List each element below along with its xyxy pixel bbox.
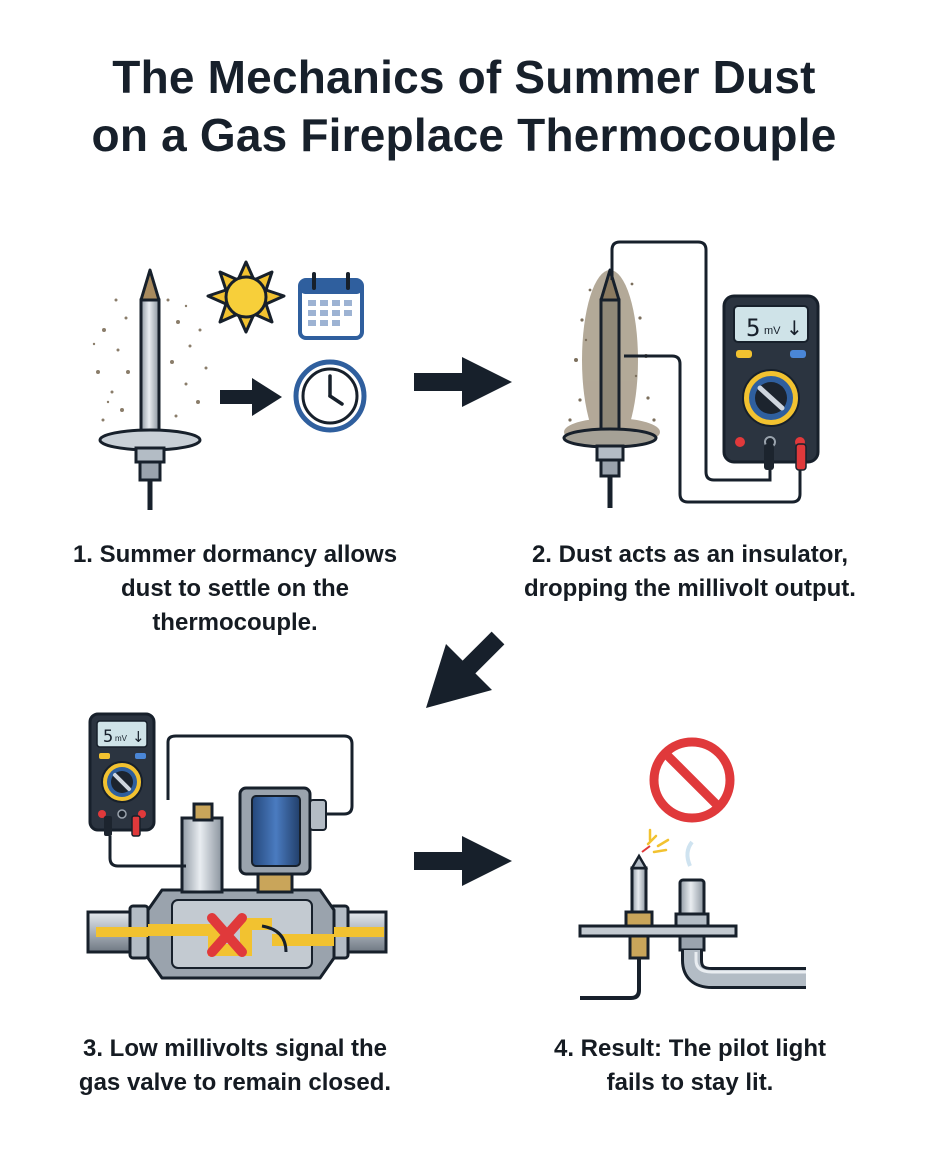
meter-trend-3: ↓ [132, 728, 145, 746]
step-4-line-2: fails to stay lit. [606, 1069, 774, 1096]
meter-unit-2: mV [764, 325, 781, 337]
spark-icon [646, 828, 670, 854]
no-sign-icon [649, 737, 735, 823]
arrow-down-left [426, 631, 505, 708]
step-2-line-2: dropping the millivolt output. [524, 575, 856, 602]
probe-wires-2 [610, 240, 802, 504]
meter-unit-3: mV [115, 734, 128, 743]
step-3-line-1: 3. Low millivolts signal the [82, 1035, 388, 1062]
step-3-caption: 3. Low millivolts signal the gas valve t… [30, 1032, 440, 1100]
title-line-2: on a Gas Fireplace Thermocouple [91, 109, 837, 161]
sun-icon [206, 260, 286, 334]
dust-particles [92, 298, 208, 422]
clock-icon [293, 359, 367, 433]
multimeter-icon-3: 5 mV ↓ [88, 712, 156, 837]
step-2-caption: 2. Dust acts as an insulator, dropping t… [480, 538, 900, 606]
step-1-line-3: thermocouple. [152, 609, 318, 636]
probe-plugs-2 [764, 443, 807, 471]
step-4-line-1: 4. Result: The pilot light [554, 1035, 826, 1062]
step-4-caption: 4. Result: The pilot light fails to stay… [480, 1032, 900, 1100]
step-1-line-2: dust to settle on the [121, 575, 349, 602]
step-2-line-1: 2. Dust acts as an insulator, [531, 541, 849, 568]
calendar-icon [298, 272, 364, 340]
dormant-thermocouple [92, 268, 208, 510]
step-1-caption: 1. Summer dormancy allows dust to settle… [30, 538, 440, 640]
multimeter-icon: 5 mV ↓ [722, 294, 820, 464]
title-line-1: The Mechanics of Summer Dust [112, 51, 816, 103]
probe-wires-3 [108, 734, 354, 868]
step-1-line-1: 1. Summer dormancy allows [72, 541, 398, 568]
arrow-right-2 [414, 836, 512, 886]
arrow-right-1 [414, 357, 512, 407]
meter-trend-2: ↓ [786, 316, 803, 340]
step-3-line-2: gas valve to remain closed. [78, 1069, 392, 1096]
x-mark-icon [207, 913, 247, 957]
unlit-pilot-assembly [578, 828, 806, 1000]
small-arrow-right [220, 378, 282, 416]
meter-reading-3: 5 [103, 727, 113, 747]
meter-reading-2: 5 [746, 314, 760, 342]
dusty-thermocouple [562, 268, 660, 508]
gas-valve-assembly [86, 786, 388, 980]
page-title: The Mechanics of Summer Dust on a Gas Fi… [0, 48, 928, 164]
